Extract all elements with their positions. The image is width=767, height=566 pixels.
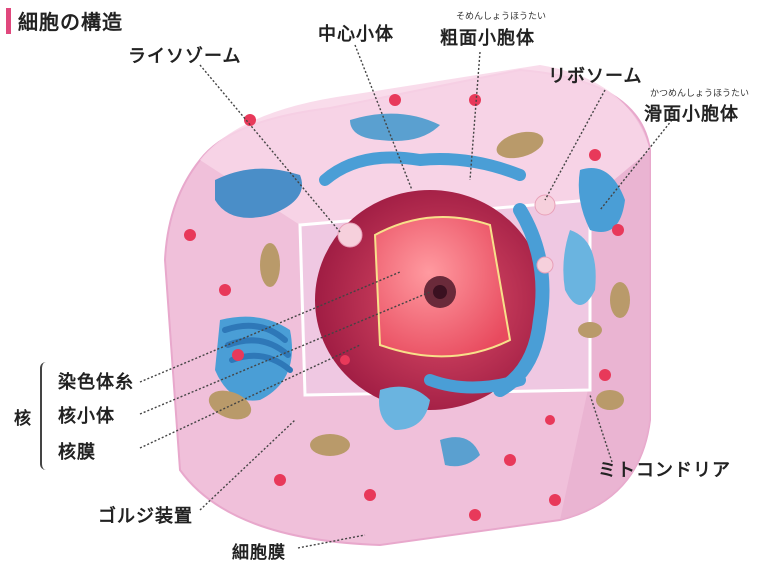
lysosome-shape [338,223,362,247]
ruby-smooth-er: かつめんしょうほうたい [650,86,749,99]
label-nuclear-membrane: 核膜 [58,438,96,464]
label-rough-er: 粗面小胞体 [440,24,535,50]
label-nucleolus: 核小体 [58,402,115,428]
label-centrosome: 中心小体 [318,20,394,46]
label-mitochondria: ミトコンドリア [598,456,731,482]
label-smooth-er: 滑面小胞体 [644,100,739,126]
label-nucleus-group: 核 [14,404,32,429]
label-chromatin: 染色体糸 [58,368,134,394]
label-cell-membrane: 細胞膜 [232,538,286,563]
label-golgi: ゴルジ装置 [98,502,193,528]
nucleus-bracket [40,362,52,470]
ruby-rough-er: そめんしょうほうたい [456,9,546,22]
label-lysosome: ライソゾーム [128,42,241,68]
label-ribosome: リボソーム [548,62,642,88]
